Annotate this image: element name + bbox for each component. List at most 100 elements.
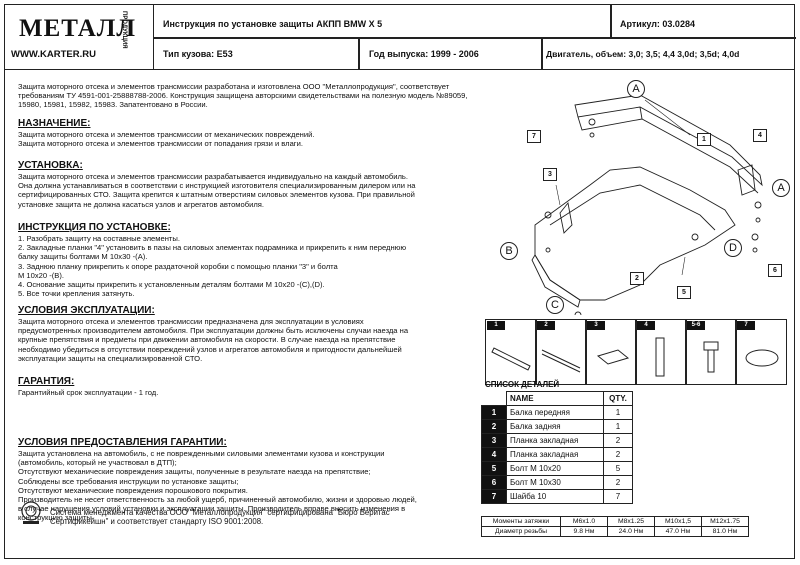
part-thumbnail: 2: [535, 319, 587, 385]
torque-cell: 81.0 Нм: [701, 526, 749, 537]
part-thumbnail-number: 5-6: [687, 321, 705, 330]
parts-cell-name: Планка закладная: [506, 433, 604, 448]
parts-cell-name: Шайба 10: [506, 489, 604, 504]
parts-header-cell: NAME: [506, 391, 604, 406]
intro-text: Защита моторного отсека и элементов тран…: [18, 82, 468, 110]
callout-2: 2: [630, 272, 644, 285]
parts-cell-qty: 2: [603, 447, 633, 462]
torque-cell: 9.8 Нм: [560, 526, 608, 537]
section-1-line: Защита моторного отсека и элементов тран…: [18, 130, 315, 139]
parts-header-cell: QTY.: [603, 391, 633, 406]
callout-c: C: [546, 296, 564, 314]
section-4-line: эксплуатации защиты на специализированно…: [18, 353, 203, 363]
logo-text: МЕТАЛЛ: [19, 15, 137, 42]
header: МЕТАЛЛ ПРОДУКЦИЯ WWW.KARTER.RU Инструкци…: [5, 5, 796, 70]
part-thumbnail-number: 4: [637, 321, 655, 330]
part-sketch-icon: [745, 349, 779, 367]
parts-cell-name: Балка задняя: [506, 419, 604, 434]
parts-header-blank: [482, 392, 507, 406]
certification-line-2: Сертификейшн" и соответствует стандарту …: [50, 517, 264, 526]
parts-cell-num: 6: [481, 475, 507, 490]
part-thumbnail-number: 7: [737, 321, 755, 330]
callout-6: 6: [768, 264, 782, 277]
part-thumbnail: 3: [585, 319, 637, 385]
parts-cell-qty: 1: [603, 419, 633, 434]
engine: Двигатель, объем: 3,0; 3,5; 4,4 3,0d; 3,…: [546, 49, 740, 59]
callout-d: D: [724, 239, 742, 257]
callout-a-top: A: [627, 80, 645, 98]
section-6-line: Отсутствуют механические повреждения защ…: [18, 467, 371, 477]
parts-cell-qty: 2: [603, 475, 633, 490]
part-thumbnail: 5-6: [685, 319, 737, 385]
parts-cell-name: Балка передняя: [506, 405, 604, 420]
section-4-line: крупные препятствия и предметы при движе…: [18, 335, 396, 345]
torque-cell: 24.0 Нм: [607, 526, 655, 537]
section-6-line: Отсутствуют механические повреждения пор…: [18, 485, 248, 495]
section-2-line: установке защита не должна касаться узло…: [18, 199, 264, 209]
parts-cell-num: 1: [481, 405, 507, 420]
part-thumbnail-number: 2: [537, 321, 555, 330]
website: WWW.KARTER.RU: [11, 49, 96, 60]
part-sketch-icon: [541, 349, 581, 373]
callout-5: 5: [677, 286, 691, 299]
part-thumbnail: 1: [485, 319, 537, 385]
parts-cell-qty: 2: [603, 433, 633, 448]
section-heading-2: УСТАНОВКА:: [18, 160, 83, 171]
section-2-line: Защита моторного отсека и элементов тран…: [18, 172, 408, 181]
section-heading-3: ИНСТРУКЦИЯ ПО УСТАНОВКЕ:: [18, 222, 171, 233]
part-thumbnail-number: 3: [587, 321, 605, 330]
section-5-line: Гарантийный срок эксплуатации - 1 год.: [18, 388, 159, 397]
section-2-line: Она должна устанавливаться в соответстви…: [18, 181, 416, 191]
callout-4: 4: [753, 129, 767, 142]
part-thumbnail-number: 1: [487, 321, 505, 330]
section-6-line: (автомобиль, который не участвовал в ДТП…: [18, 458, 177, 468]
parts-cell-name: Болт М 10х20: [506, 461, 604, 476]
document-frame: МЕТАЛЛ ПРОДУКЦИЯ WWW.KARTER.RU Инструкци…: [4, 4, 796, 559]
article-number: Артикул: 03.0284: [620, 19, 695, 29]
section-heading-4: УСЛОВИЯ ЭКСПЛУАТАЦИИ:: [18, 305, 155, 316]
parts-cell-name: Планка закладная: [506, 447, 604, 462]
section-3-line: 4. Основание защиты прикрепить к установ…: [18, 280, 325, 289]
parts-cell-num: 2: [481, 419, 507, 434]
section-4-line: необходимо убедиться в отсутствии повреж…: [18, 344, 402, 354]
torque-cell: M8x1.25: [607, 516, 655, 527]
certification-line-1: Система менеджмента качества ООО "Металл…: [50, 508, 390, 517]
part-thumbnail: 7: [735, 319, 787, 385]
section-1-line: Защита моторного отсека и элементов тран…: [18, 139, 303, 149]
parts-cell-qty: 1: [603, 405, 633, 420]
part-sketch-icon: [596, 349, 630, 365]
doc-title: Инструкция по установке защиты АКПП BMW …: [163, 19, 383, 29]
assembly-diagram: [531, 94, 763, 315]
parts-cell-num: 7: [481, 489, 507, 504]
part-sketch-icon: [491, 347, 531, 371]
torque-cell: M6x1.0: [560, 516, 608, 527]
section-6-line: Защита установлена на автомобиль, с не п…: [18, 449, 385, 458]
section-3-line: 1. Разобрать защиту на составные элемент…: [18, 234, 180, 243]
section-4-line: Защита моторного отсека и элементов тран…: [18, 317, 364, 326]
parts-cell-name: Болт М 10х30: [506, 475, 604, 490]
parts-cell-num: 3: [481, 433, 507, 448]
part-sketch-icon: [655, 337, 665, 377]
torque-cell: M10x1,5: [654, 516, 702, 527]
section-3-line: 3. Заднюю планку прикрепить к опоре разд…: [18, 261, 338, 271]
callout-a-right: A: [772, 179, 790, 197]
parts-cell-qty: 7: [603, 489, 633, 504]
callout-7: 7: [527, 130, 541, 143]
section-3-line: 5. Все точки крепления затянуть.: [18, 289, 135, 299]
callout-b: B: [500, 242, 518, 260]
parts-cell-qty: 5: [603, 461, 633, 476]
section-2-line: сертифицированных СТО. Защита крепится к…: [18, 190, 415, 200]
section-3-line: балку защиты болтами М 10х30 -(A).: [18, 252, 148, 262]
